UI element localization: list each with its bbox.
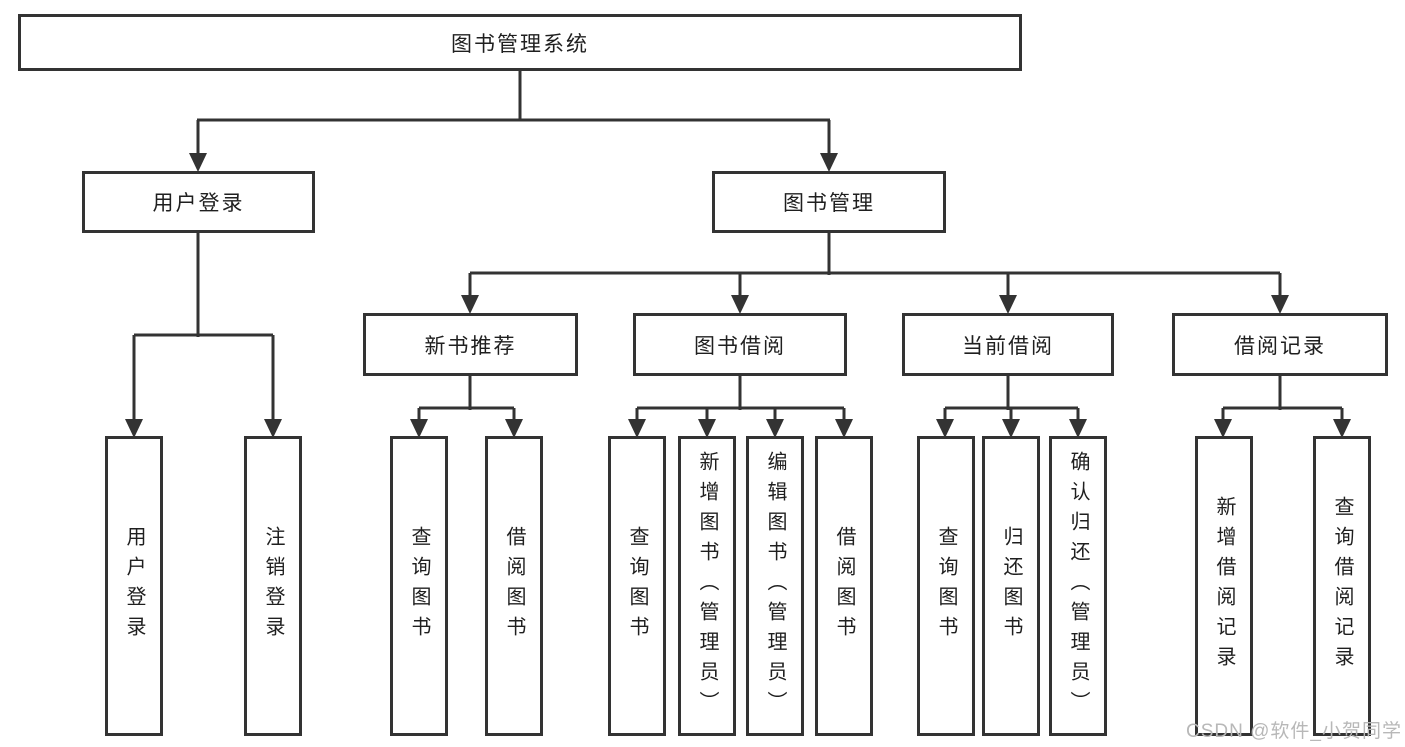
leaf-query-books-recommend: 查询图书 (390, 436, 448, 736)
csdn-watermark: CSDN @软件_小贺同学 (1186, 721, 1402, 742)
node-book-management: 图书管理 (712, 171, 946, 233)
leaf-edit-book-admin: 编辑图书（管理员） (746, 436, 804, 736)
leaf-user-login: 用户登录 (105, 436, 163, 736)
node-user-login: 用户登录 (82, 171, 315, 233)
leaf-return-book: 归还图书 (982, 436, 1040, 736)
leaf-add-borrow-record: 新增借阅记录 (1195, 436, 1253, 736)
node-new-book-recommend: 新书推荐 (363, 313, 578, 376)
node-root: 图书管理系统 (18, 14, 1022, 71)
node-book-borrow: 图书借阅 (633, 313, 847, 376)
arrowheads (125, 153, 1351, 438)
leaf-query-books-borrow: 查询图书 (608, 436, 666, 736)
leaf-add-book-admin: 新增图书（管理员） (678, 436, 736, 736)
leaf-borrow-books: 借阅图书 (815, 436, 873, 736)
node-current-borrow: 当前借阅 (902, 313, 1114, 376)
leaf-logout: 注销登录 (244, 436, 302, 736)
node-borrow-records: 借阅记录 (1172, 313, 1388, 376)
leaf-confirm-return-admin: 确认归还（管理员） (1049, 436, 1107, 736)
leaf-borrow-books-recommend: 借阅图书 (485, 436, 543, 736)
leaf-query-borrow-record: 查询借阅记录 (1313, 436, 1371, 736)
leaf-query-books-current: 查询图书 (917, 436, 975, 736)
